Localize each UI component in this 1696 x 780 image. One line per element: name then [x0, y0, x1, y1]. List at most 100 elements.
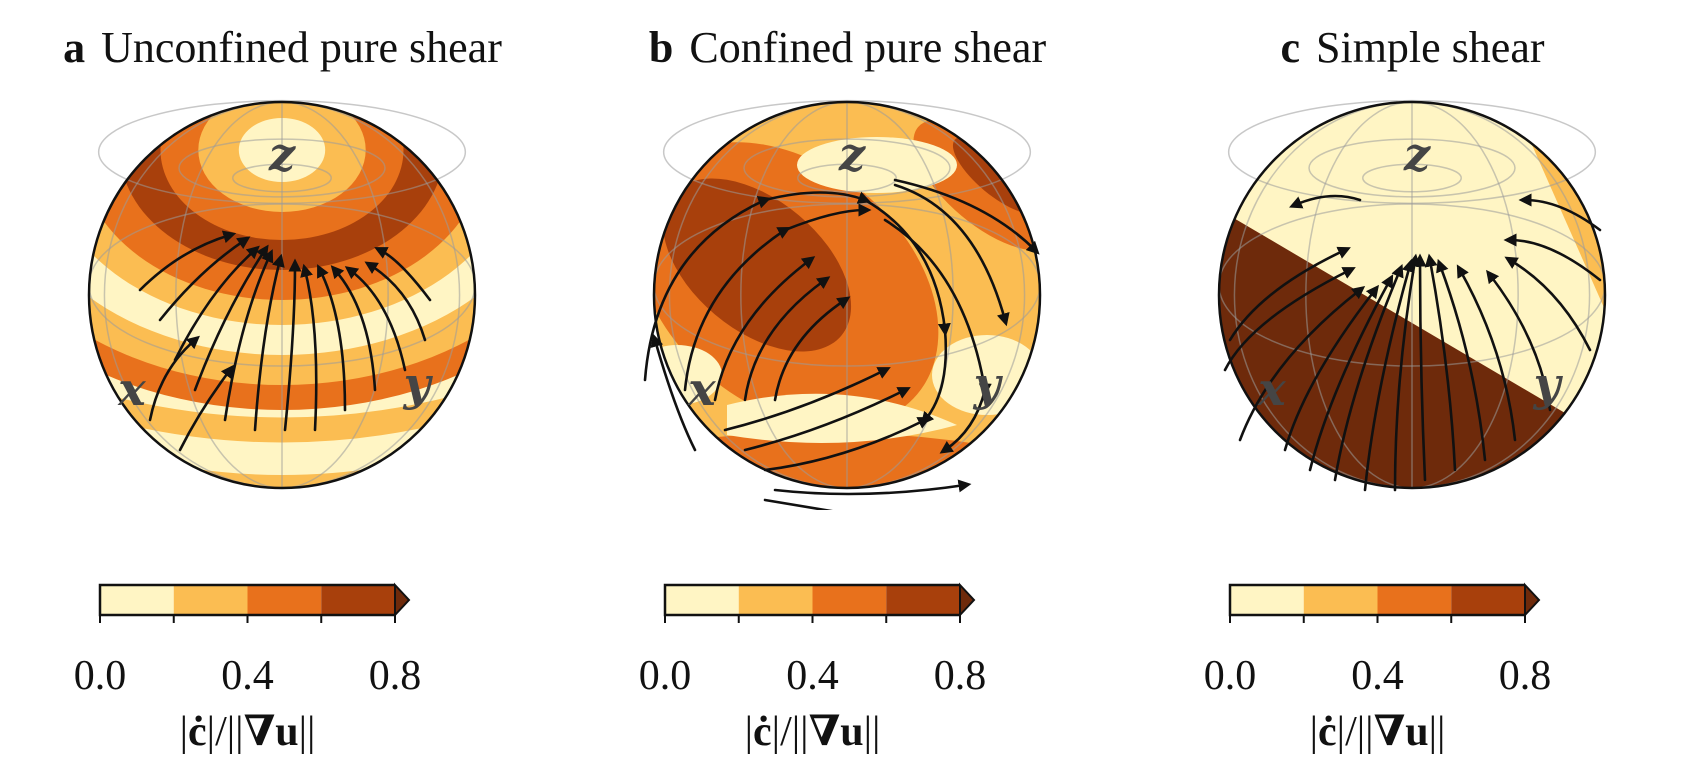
colorbar [663, 582, 976, 623]
panel-title-text: Simple shear [1316, 23, 1545, 72]
colorbar-extend-arrow [1524, 582, 1541, 618]
sphere-plot: x y z [643, 99, 1042, 510]
streamline [883, 218, 992, 454]
panel-title-text: Unconfined pure shear [101, 23, 502, 72]
colorbar-label: |ċ|/||∇u|| [1309, 709, 1446, 755]
colorbar-extend-arrow [959, 582, 976, 618]
streamline [283, 258, 302, 432]
colorbar-segment [1230, 585, 1304, 615]
streamline [1413, 253, 1427, 482]
streamline [138, 230, 237, 292]
colorbar-label: |ċ|/||∇u|| [179, 709, 316, 755]
streamline [773, 296, 851, 402]
colorbar-segment [738, 585, 813, 615]
panel-letter: b [648, 23, 674, 72]
streamline [1333, 263, 1404, 482]
streamline [1308, 274, 1394, 472]
streamline [300, 263, 318, 432]
axis-label-z: z [268, 127, 296, 181]
streamline [253, 253, 285, 432]
colorbar-segment [173, 585, 248, 615]
streamline [863, 198, 951, 425]
streamlines [1223, 193, 1602, 492]
streamline [893, 178, 1040, 255]
axis-label-z: z [838, 127, 866, 181]
streamline [1436, 258, 1487, 462]
axis-label-y: y [403, 357, 434, 411]
colorbar-segment [100, 585, 174, 615]
streamline [1289, 194, 1362, 209]
streamline [1283, 284, 1379, 452]
streamline [1228, 246, 1351, 342]
streamline [374, 247, 432, 302]
colorbar-segment [321, 585, 395, 615]
streamline [650, 333, 697, 452]
streamline [713, 256, 816, 402]
streamline [223, 249, 274, 422]
streamline [743, 387, 911, 452]
colorbar-segment [665, 585, 739, 615]
colorbar-tick-label: 0.0 [1203, 653, 1257, 699]
axis-label-x: x [1257, 362, 1286, 416]
colorbar-segment [1303, 585, 1378, 615]
colorbar-extend-arrow [394, 582, 411, 618]
streamline [1503, 233, 1602, 282]
axis-label-z: z [1403, 127, 1431, 181]
panel-letter: a [63, 23, 86, 72]
streamline [893, 183, 1010, 327]
streamline [193, 244, 269, 392]
streamline [344, 266, 407, 372]
streamline [743, 276, 831, 402]
streamline [763, 498, 833, 510]
colorbar-segment [812, 585, 887, 615]
streamline [317, 264, 347, 412]
streamline [1486, 269, 1552, 412]
panel-title: b Confined pure shear [565, 22, 1130, 73]
streamline [683, 203, 872, 392]
sphere-outline [652, 100, 1042, 490]
streamline [178, 364, 234, 452]
axis-label-x: x [687, 362, 716, 416]
panel-title-text: Confined pure shear [689, 23, 1047, 72]
streamline [173, 245, 260, 362]
colorbar-tick-label: 0.0 [73, 653, 127, 699]
streamline [158, 236, 251, 322]
streamlines [138, 230, 432, 452]
axis-label-y: y [973, 357, 1004, 411]
axis-label-x: x [117, 362, 146, 416]
axis-label-y: y [1533, 357, 1564, 411]
streamline [330, 265, 377, 392]
streamline [1238, 286, 1366, 442]
colorbar [98, 582, 411, 623]
colorbar-segment [886, 585, 960, 615]
sphere-plot: x y z [1217, 99, 1607, 492]
streamline [1424, 253, 1457, 472]
streamline [1504, 256, 1592, 352]
streamline [148, 335, 200, 422]
streamline [773, 479, 972, 496]
colorbar [1228, 582, 1541, 623]
streamline [643, 191, 872, 382]
sphere-outline [1217, 100, 1607, 490]
streamline [364, 261, 427, 342]
sphere-outline [87, 100, 477, 490]
colorbar-tick-label: 0.4 [221, 653, 274, 699]
streamline [1363, 258, 1415, 492]
colorbar-segment [1451, 585, 1525, 615]
colorbar-segment [1377, 585, 1452, 615]
streamline [1393, 253, 1421, 492]
colorbar-tick-label: 0.0 [638, 653, 692, 699]
streamline [723, 367, 891, 432]
colorbar-tick-label: 0.8 [933, 653, 987, 699]
colorbar-tick-label: 0.4 [1351, 653, 1404, 699]
sphere-plot: x y z [87, 99, 477, 490]
panel-title: a Unconfined pure shear [0, 22, 565, 73]
streamlines [643, 178, 1040, 510]
streamline [1456, 264, 1517, 442]
colorbar-tick-label: 0.8 [1498, 653, 1552, 699]
streamline [1223, 267, 1356, 372]
colorbar-label: |ċ|/||∇u|| [744, 709, 881, 755]
